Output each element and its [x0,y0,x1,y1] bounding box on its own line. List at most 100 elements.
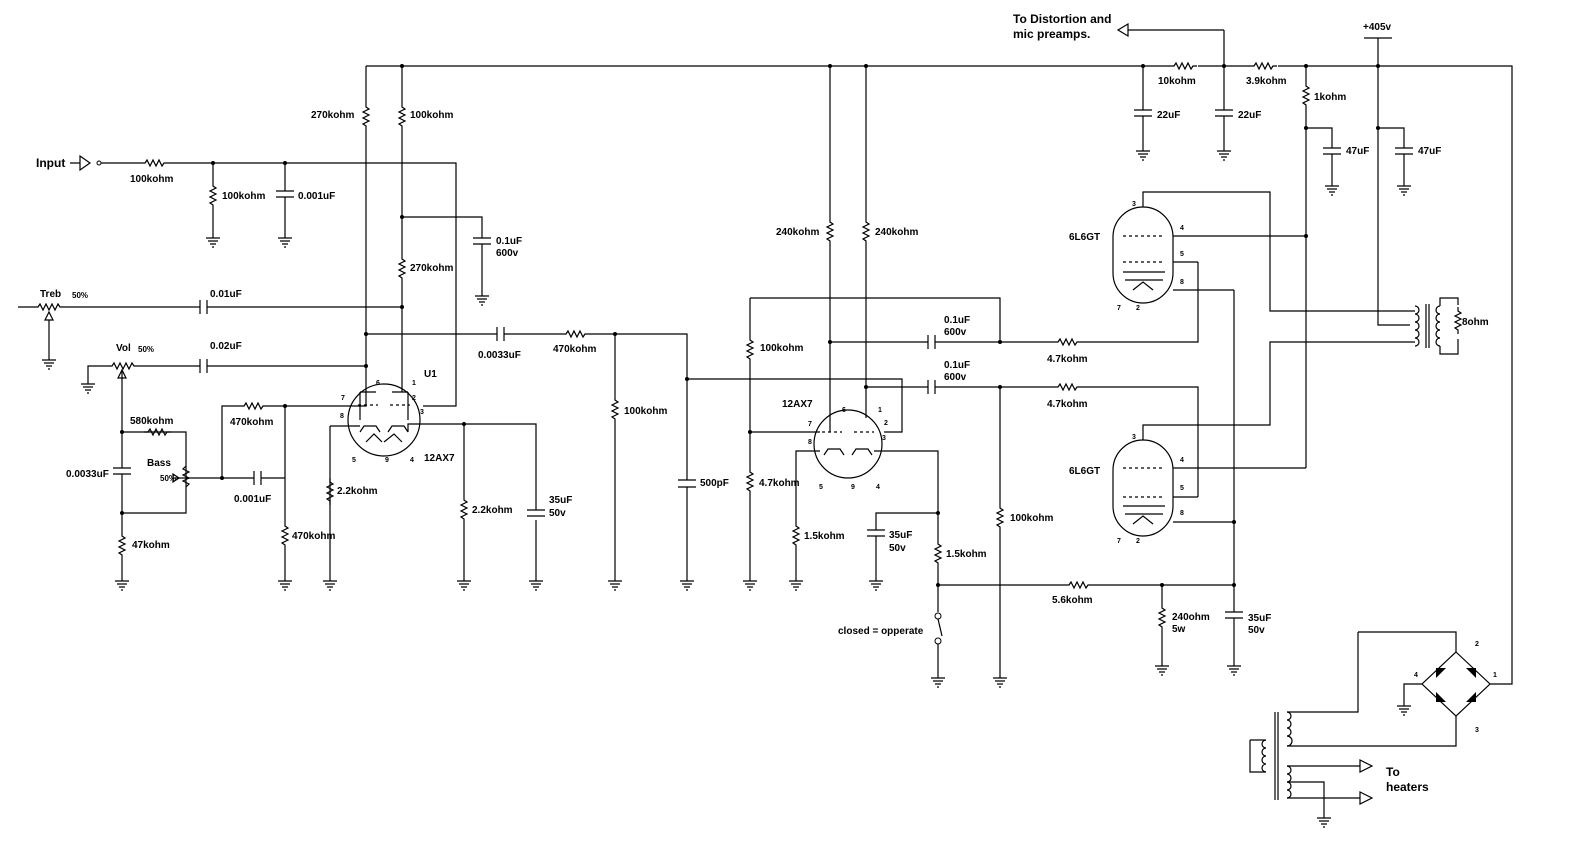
volume-pot: Vol 50% [80,343,200,514]
bridge-pin-4: 4 [1414,672,1418,679]
u1-pin-7: 7 [341,395,345,402]
tube-u1-type: 12AX7 [424,453,455,464]
out-cap-1-label: 0.1uF [944,315,970,326]
filter-cap-47uf-b: 47uF [1304,126,1441,196]
load-label: 8ohm [1462,317,1489,328]
tube-u1: U1 12AX7 7 6 1 2 8 3 5 9 4 2.2kohm 2.2ko… [322,369,572,591]
coupling-network: 0.0033uF 470kohm 100kohm 500pF [366,327,903,591]
plate-resistor-270k-a: 270kohm [311,66,370,407]
pi-resistor-100k-label: 100kohm [760,343,803,354]
coupling-cap-label: 0.0033uF [478,350,521,361]
input-shunt-resistor: 100kohm [205,163,265,248]
resistor-240ohm-label: 240ohm [1172,612,1210,623]
resistor-470k-a: 470kohm [221,402,345,478]
pi-pin-3: 3 [882,435,886,442]
bass-pot: Bass 50% 0.001uF [147,458,285,505]
input-port: Input 100kohm [36,154,457,407]
pt1-pin-4: 4 [1180,225,1184,232]
resistor-470k-b-label: 470kohm [292,531,335,542]
power-tube-1: 6L6GT 3 4 5 8 7 2 [1069,191,1415,312]
cathode-resistor-a-label: 2.2kohm [337,486,378,497]
resistor-240k-a-label: 240kohm [776,227,819,238]
decoupling-cap-label: 0.1uF [496,236,522,247]
pi-pin-8: 8 [808,439,812,446]
pt2-pin-3: 3 [1132,434,1136,441]
filter-resistor-3k9-label: 3.9kohm [1246,76,1287,87]
treble-pot-setting: 50% [72,291,88,300]
pi-cap-voltage: 50v [889,543,906,554]
out-cap-2-label: 0.1uF [944,360,970,371]
bass-pot-name: Bass [147,458,171,469]
power-cathode-cap-label: 35uF [1248,613,1271,624]
resistor-580k-label: 580kohm [130,416,173,427]
input-shunt-label: 100kohm [222,191,265,202]
bridge-pin-1: 1 [1493,672,1497,679]
phase-inverter: 240kohm 240kohm 100kohm 4.7kohm 12AX7 7 … [742,66,1001,612]
volume-cap-label: 0.02uF [210,341,242,352]
power-transformer: To heaters [1249,632,1429,828]
distortion-port-label-1: To Distortion and [1013,12,1111,26]
treble-cap-label: 0.01uF [210,289,242,300]
pi-resistor-4k7-label: 4.7kohm [759,478,800,489]
u1-pin-2: 2 [412,395,416,402]
input-cap-label: 0.001uF [298,191,335,202]
bridge-rectifier: 2 1 4 3 [1287,631,1497,747]
tone-cap-label: 0.0033uF [66,469,109,480]
pi-pin-5: 5 [819,484,823,491]
resistor-1k-screen: 1kohm [1302,66,1346,468]
bass-pot-setting: 50% [160,474,176,483]
resistor-47k-label: 47kohm [132,540,170,551]
filter-resistor-3k9: 3.9kohm [1246,62,1287,87]
distortion-port-label-2: mic preamps. [1013,27,1090,41]
pt1-pin-8: 8 [1180,279,1184,286]
resistor-240ohm-watt: 5w [1172,624,1186,635]
pt2-pin-4: 4 [1180,457,1184,464]
bias-resistor-label: 100kohm [1010,513,1053,524]
supply-terminal: +405v [1363,22,1410,326]
decoupling-cap: 0.1uF 600v [402,216,522,306]
cathode-resistor-b-label: 2.2kohm [472,505,513,516]
power-tube-1-type: 6L6GT [1069,232,1100,243]
filter-cap-47uf-b-label: 47uF [1418,146,1441,157]
resistor-100k-c-label: 100kohm [624,406,667,417]
filter-cap-47uf-a: 47uF [1306,127,1369,196]
treble-cap: 0.01uF [199,289,402,314]
bass-cap-label: 0.001uF [234,494,271,505]
pi-pin-9: 9 [851,484,855,491]
filter-cap-22uf-b: 22uF [1215,30,1261,161]
u1-pin-5: 5 [352,457,356,464]
power-cathode-cap-voltage: 50v [1248,625,1265,636]
resistor-240k-b-label: 240kohm [875,227,918,238]
input-label: Input [36,156,65,170]
pi-pin-2: 2 [884,420,888,427]
treble-pot: Treb 50% [18,289,200,370]
input-cap-0001: 0.001uF [276,163,335,248]
tone-cap-0033: 0.0033uF 47kohm [66,432,170,591]
resistor-5k6-label: 5.6kohm [1052,595,1093,606]
b-plus-rail [366,64,1513,685]
u1-pin-4: 4 [410,457,414,464]
cathode-cap-voltage: 50v [549,508,566,519]
pt1-pin-5: 5 [1180,251,1184,258]
resistor-1k-label: 1kohm [1314,92,1346,103]
decoupling-resistor-label: 270kohm [410,263,453,274]
treble-pot-name: Treb [40,289,61,300]
pi-resistor-1k5-b-label: 1.5kohm [946,549,987,560]
decoupling-cap-voltage: 600v [496,248,519,259]
output-transformer: 8ohm [1414,297,1489,355]
pt2-pin-7: 7 [1117,538,1121,545]
volume-cap: 0.02uF [199,341,368,373]
output-coupling: 0.1uF 600v 4.7kohm 0.1uF 600v 4.7kohm 10… [830,262,1199,688]
heaters-label-2: heaters [1386,780,1429,794]
resistor-470k-c-label: 470kohm [553,344,596,355]
pi-tube-type: 12AX7 [782,399,813,410]
heaters-label-1: To [1386,765,1400,779]
pt1-pin-7: 7 [1117,305,1121,312]
out-cap-1-voltage: 600v [944,327,967,338]
pt2-pin-8: 8 [1180,510,1184,517]
filter-cap-47uf-a-label: 47uF [1346,146,1369,157]
u1-pin-6: 6 [376,380,380,387]
filter-cap-22uf-a: 22uF [1134,66,1180,161]
volume-pot-setting: 50% [138,345,154,354]
